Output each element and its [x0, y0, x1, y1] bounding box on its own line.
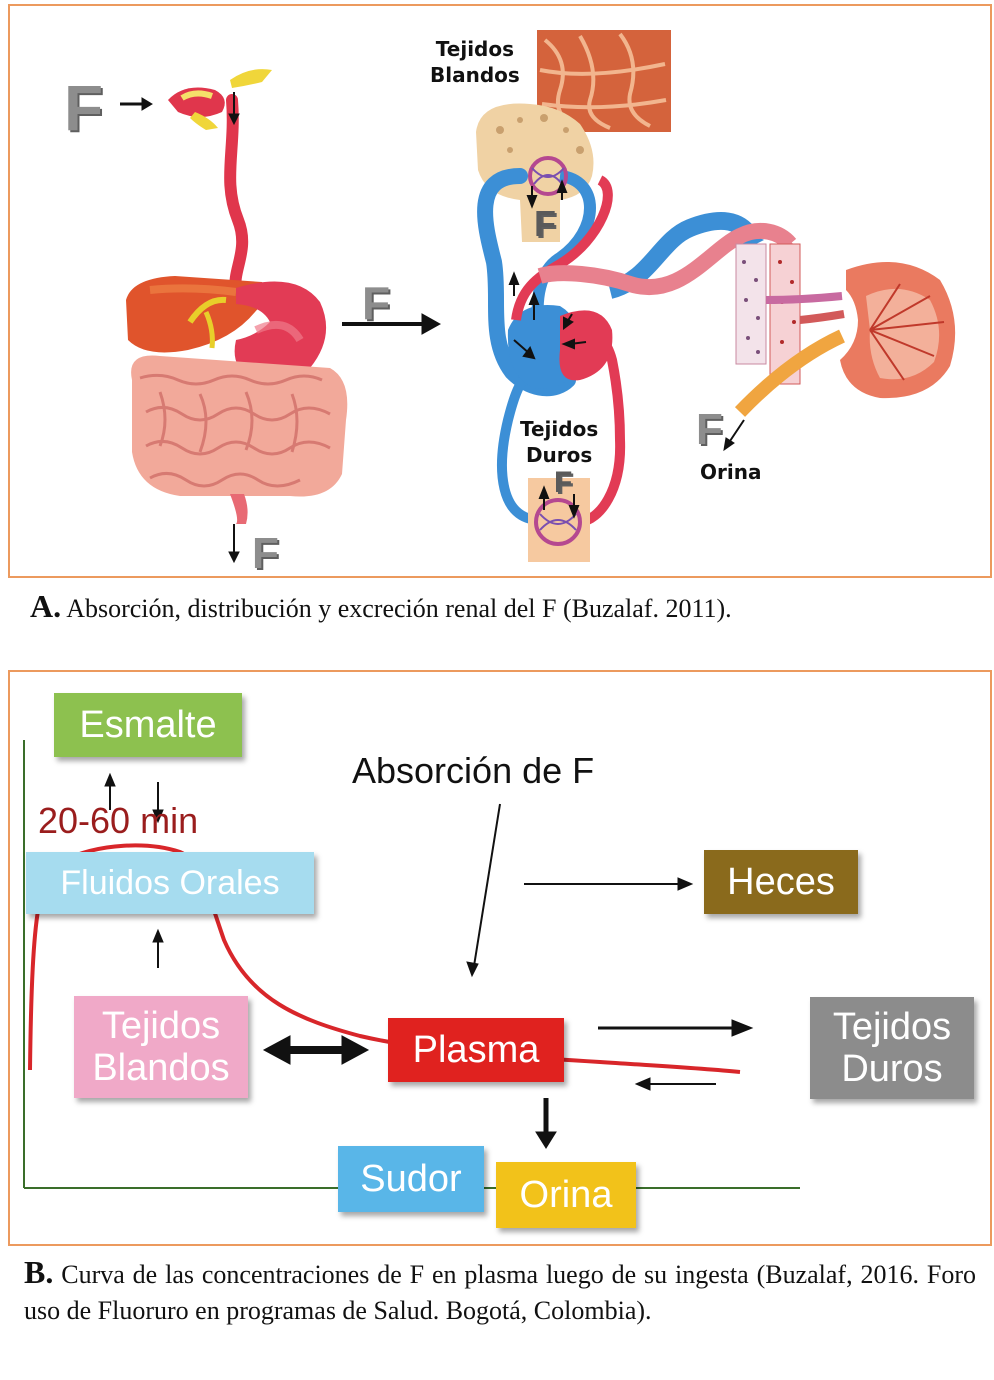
fluoride-hard-tissue-label: F — [554, 466, 573, 499]
box-tejidos-duros-line1: Tejidos — [832, 1006, 952, 1048]
box-orina: Orina — [496, 1162, 636, 1228]
kidney-system — [734, 243, 956, 417]
box-tejidos-blandos-line1: Tejidos — [101, 1005, 221, 1047]
fluoride-urine-label: F — [696, 405, 723, 454]
box-fluidos-orales: Fluidos Orales — [26, 852, 314, 914]
box-plasma: Plasma — [388, 1018, 564, 1082]
box-esmalte: Esmalte — [54, 693, 242, 757]
fluoride-distribution-label: F — [362, 277, 391, 329]
hard-tissue-label-line1: Tejidos — [520, 417, 599, 441]
fluoride-feces-label: F — [252, 529, 279, 578]
soft-tissue-label-line1: Tejidos — [435, 37, 515, 61]
caption-a: A. Absorción, distribución y excreción r… — [30, 588, 732, 625]
panel-b-arrows — [104, 772, 754, 1149]
box-heces: Heces — [704, 850, 858, 914]
box-tejidos-duros-line2: Duros — [841, 1048, 943, 1090]
box-tejidos-blandos: Tejidos Blandos — [74, 996, 248, 1098]
figure-panel-b — [8, 670, 992, 1246]
caption-a-letter: A. — [30, 588, 62, 624]
panel-a-arrows — [120, 92, 745, 564]
urine-label: Orina — [700, 460, 762, 484]
fluoride-bone-label: F — [534, 203, 556, 244]
circulatory-system — [476, 30, 800, 562]
hard-tissue-label: Tejidos Duros — [520, 416, 598, 468]
soft-tissue-label-line2: Blandos — [430, 63, 520, 87]
caption-a-text: Absorción, distribución y excreción rena… — [66, 594, 732, 623]
box-tejidos-duros: Tejidos Duros — [810, 997, 974, 1099]
time-range-label: 20-60 min — [38, 800, 199, 841]
box-sudor: Sudor — [338, 1146, 484, 1212]
caption-b-letter: B. — [24, 1254, 54, 1290]
soft-tissue-label: Tejidos Blandos — [430, 36, 520, 88]
box-tejidos-blandos-line2: Blandos — [92, 1047, 230, 1089]
absorption-label: Absorción de F — [352, 750, 595, 791]
digestive-system — [126, 69, 348, 524]
fluoride-intake-label: F — [64, 72, 104, 144]
hard-tissue-label-line2: Duros — [525, 443, 593, 467]
caption-b-text: Curva de las concentraciones de F en pla… — [24, 1260, 976, 1325]
caption-b: B. Curva de las concentraciones de F en … — [24, 1254, 976, 1329]
